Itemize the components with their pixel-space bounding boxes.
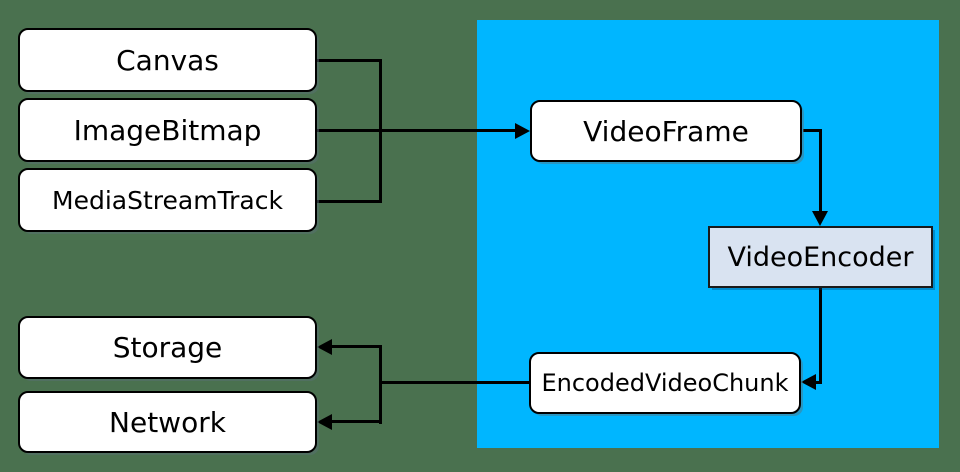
connector-videoframe-out [803,129,821,132]
connector-down-to-videoencoder [819,129,822,214]
arrowhead-into-videoframe [515,123,530,139]
encodedvideochunk-node: EncodedVideoChunk [529,352,801,414]
encodedvideochunk-node-label: EncodedVideoChunk [541,369,789,397]
mediastreamtrack-node-label: MediaStreamTrack [52,185,283,215]
arrowhead-into-storage [317,339,332,355]
storage-node-label: Storage [112,331,223,364]
network-node: Network [18,391,317,453]
connector-to-storage [330,345,381,348]
connector-to-network [330,420,381,423]
connector-sinks-junction [379,345,382,424]
arrowhead-into-videoencoder [812,211,828,226]
imagebitmap-node-label: ImageBitmap [73,113,262,147]
arrowhead-into-network [317,414,332,430]
videoencoder-node: VideoEncoder [708,226,933,288]
videoframe-node-label: VideoFrame [583,114,749,148]
storage-node: Storage [18,316,317,379]
connector-canvas-out [317,59,381,62]
connector-mediastreamtrack-out [317,200,381,203]
mediastreamtrack-node: MediaStreamTrack [18,168,317,232]
videoframe-node: VideoFrame [530,100,802,162]
canvas-node: Canvas [18,28,317,92]
imagebitmap-node: ImageBitmap [18,98,317,162]
connector-into-encodedvideochunk [812,381,822,384]
canvas-node-label: Canvas [116,43,219,77]
arrowhead-into-encodedvideochunk [801,374,816,390]
videoencoder-node-label: VideoEncoder [727,241,914,273]
connector-encodedvideochunk-out [379,381,529,384]
connector-to-videoframe [317,129,517,132]
network-node-label: Network [109,405,226,439]
connector-videoencoder-out [819,288,822,384]
